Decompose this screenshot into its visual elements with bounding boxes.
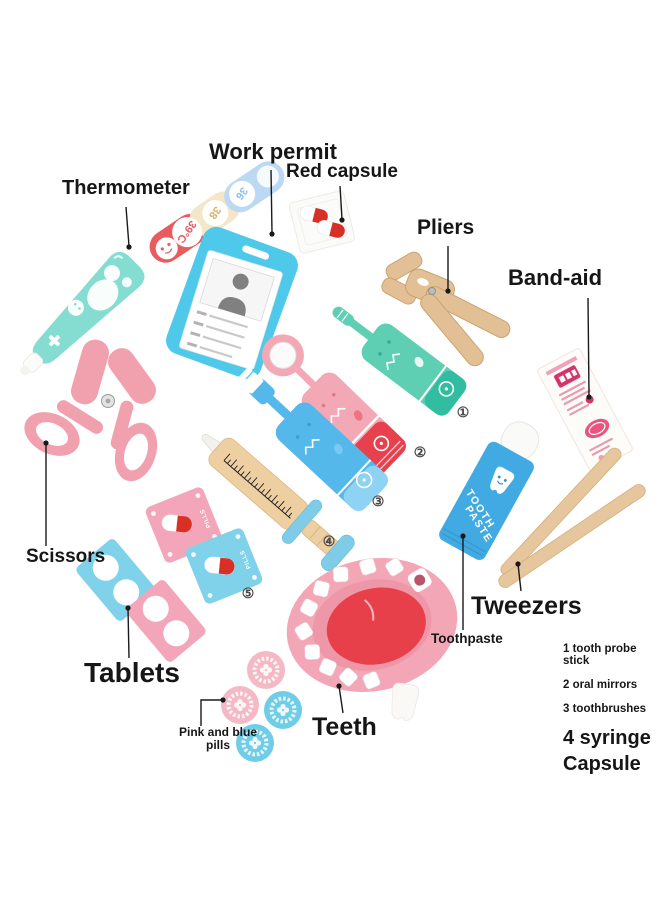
label-tablets: Tablets [84,657,180,688]
oral-mirror [261,334,406,476]
label-thermometer: Thermometer [62,177,190,199]
label-pliers: Pliers [417,216,475,239]
tooth-probe-stick [332,306,467,416]
capsule-pack-blue: PILLS [185,528,263,604]
strip-reading-38: 38 [206,204,223,221]
toothpaste-tube: TOOTH PASTE [439,421,540,560]
syringe-toy [201,434,355,572]
label-tweezers: Tweezers [471,592,582,620]
label-pink-and-blue-pills: Pink and blue pills [168,726,268,751]
tablet-strip-pink [126,580,206,662]
red-capsule-tray [288,190,356,254]
marker-5-capsule: ⑤ [242,585,255,601]
legend-item-toothbrushes: 3 toothbrushes [563,703,647,715]
pointer-lines [43,169,592,726]
marker-4-syringe: ④ [323,533,336,549]
pill-pink-2 [221,686,259,724]
toothbrush-toy [236,367,388,512]
label-pills-line2: pills [205,737,230,752]
round-pills [221,651,302,762]
legend-item-oral-mirrors: 2 oral mirrors [563,679,638,691]
thermometer-toy [20,251,145,376]
legend-item-capsule: Capsule [563,753,641,775]
pliers-toy [381,251,511,367]
label-toothpaste: Toothpaste [431,631,503,646]
scissors-toy [24,339,158,482]
tablet-strip-blue [76,539,156,621]
strip-reading-36: 36 [233,185,250,202]
teeth-model [286,557,458,692]
marker-3-toothbrush: ③ [372,493,385,509]
legend-item-probe-stick: 1 tooth probe stick [563,643,637,667]
marker-1-probe: ① [457,404,470,420]
loose-tooth [391,682,420,721]
pill-blue-1 [264,691,302,729]
contents-legend: 1 tooth probe stick 2 oral mirrors 3 too… [563,643,660,779]
label-red-capsule: Red capsule [286,161,398,182]
tweezers-toy [498,447,646,588]
pill-blue-2 [236,724,274,762]
label-scissors: Scissors [26,546,106,567]
label-teeth: Teeth [312,713,377,741]
label-work-permit: Work permit [209,139,337,164]
temperature-strip: 39°C 38 36 [149,161,285,263]
work-permit-badge [166,226,298,380]
pill-pink-1 [247,651,285,689]
label-band-aid: Band-aid [508,265,603,290]
band-aid-packet [537,348,633,472]
marker-2-mirror: ② [414,444,427,460]
label-pills-line1: Pink and blue [178,725,257,739]
legend-item-syringe: 4 syringe [563,727,651,749]
